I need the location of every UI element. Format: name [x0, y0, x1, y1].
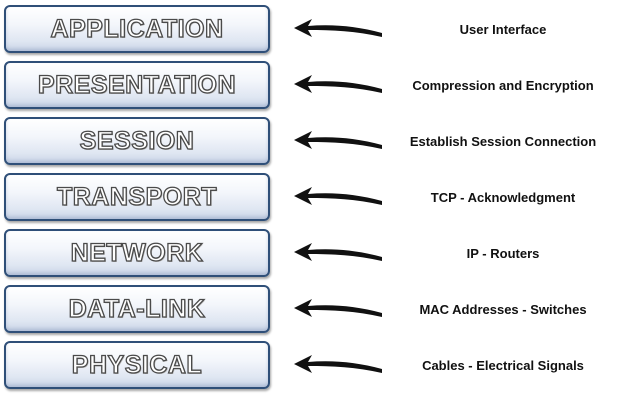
layer-row-application: APPLICATION User Interface [0, 5, 618, 57]
left-arrow-icon [294, 131, 382, 149]
layer-name: NETWORK [70, 238, 204, 267]
layer-name: SESSION [79, 126, 195, 155]
layer-box: TRANSPORT [4, 173, 270, 221]
layer-name: APPLICATION [50, 14, 224, 43]
layer-name: DATA-LINK [68, 294, 206, 323]
layer-row-session: SESSION Establish Session Connection [0, 117, 618, 169]
layer-description: Establish Session Connection [409, 133, 597, 149]
layer-description: IP - Routers [466, 245, 540, 261]
layer-row-presentation: PRESENTATION Compression and Encryption [0, 61, 618, 113]
left-arrow-icon [294, 243, 382, 261]
layer-name: PHYSICAL [71, 350, 203, 379]
layer-box: NETWORK [4, 229, 270, 277]
layer-description: Compression and Encryption [412, 77, 594, 93]
layer-description: MAC Addresses - Switches [419, 301, 587, 317]
layer-box: DATA-LINK [4, 285, 270, 333]
layer-name: PRESENTATION [37, 70, 237, 99]
layer-box: PRESENTATION [4, 61, 270, 109]
layer-box: PHYSICAL [4, 341, 270, 389]
left-arrow-icon [294, 299, 382, 317]
layer-row-physical: PHYSICAL Cables - Electrical Signals [0, 341, 618, 393]
layer-row-network: NETWORK IP - Routers [0, 229, 618, 281]
left-arrow-icon [294, 187, 382, 205]
layer-description: TCP - Acknowledgment [430, 189, 576, 205]
layer-name: TRANSPORT [56, 182, 218, 211]
left-arrow-icon [294, 19, 382, 37]
left-arrow-icon [294, 75, 382, 93]
layer-description: User Interface [459, 21, 547, 37]
layer-box: APPLICATION [4, 5, 270, 53]
layer-box: SESSION [4, 117, 270, 165]
layer-row-transport: TRANSPORT TCP - Acknowledgment [0, 173, 618, 225]
left-arrow-icon [294, 355, 382, 373]
layer-row-data-link: DATA-LINK MAC Addresses - Switches [0, 285, 618, 337]
layer-description: Cables - Electrical Signals [422, 357, 584, 373]
